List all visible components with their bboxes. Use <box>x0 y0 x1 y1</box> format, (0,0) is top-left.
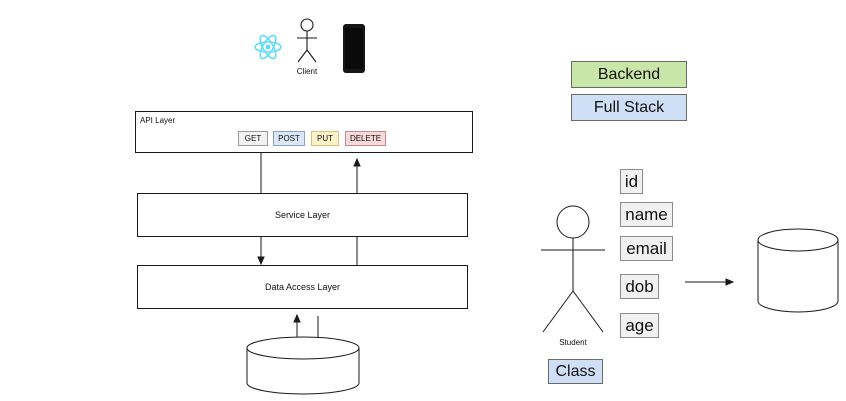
service-layer-label: Service Layer <box>274 210 331 220</box>
data-access-layer: Data Access Layer <box>137 265 468 309</box>
student-to-db-arrow <box>685 278 735 286</box>
database-icon <box>246 336 360 395</box>
field-dob: dob <box>620 274 659 299</box>
method-delete[interactable]: DELETE <box>345 131 386 146</box>
legend-backend: Backend <box>571 61 687 88</box>
method-put-label: PUT <box>317 134 333 143</box>
client-stick-figure-icon <box>297 18 317 63</box>
method-post-label: POST <box>278 134 300 143</box>
phone-icon <box>343 24 365 73</box>
service-layer: Service Layer <box>137 193 468 237</box>
method-post[interactable]: POST <box>273 131 305 146</box>
field-id-label: id <box>624 171 639 191</box>
method-put[interactable]: PUT <box>311 131 339 146</box>
field-age: age <box>620 313 659 338</box>
data-access-layer-label: Data Access Layer <box>264 282 341 292</box>
student-label: Student <box>559 338 587 347</box>
student-stick-figure-icon <box>541 205 605 333</box>
field-dob-label: dob <box>625 276 654 296</box>
field-email: email <box>620 236 673 261</box>
class-box: Class <box>548 359 603 384</box>
legend-full-stack: Full Stack <box>571 94 687 121</box>
class-label: Class <box>555 362 596 380</box>
field-id: id <box>620 169 643 194</box>
layer-arrows <box>257 152 361 354</box>
legend-full-stack-label: Full Stack <box>593 98 665 116</box>
field-name: name <box>620 202 673 227</box>
field-age-label: age <box>625 315 654 335</box>
method-get[interactable]: GET <box>238 131 268 146</box>
method-delete-label: DELETE <box>349 134 382 143</box>
react-icon <box>254 34 282 60</box>
method-get-label: GET <box>244 134 262 143</box>
student-database-icon <box>757 228 839 313</box>
api-layer-label: API Layer <box>140 116 176 125</box>
field-email-label: email <box>626 238 667 258</box>
client-label: Client <box>296 67 318 76</box>
legend-backend-label: Backend <box>597 65 661 83</box>
field-name-label: name <box>625 204 668 224</box>
